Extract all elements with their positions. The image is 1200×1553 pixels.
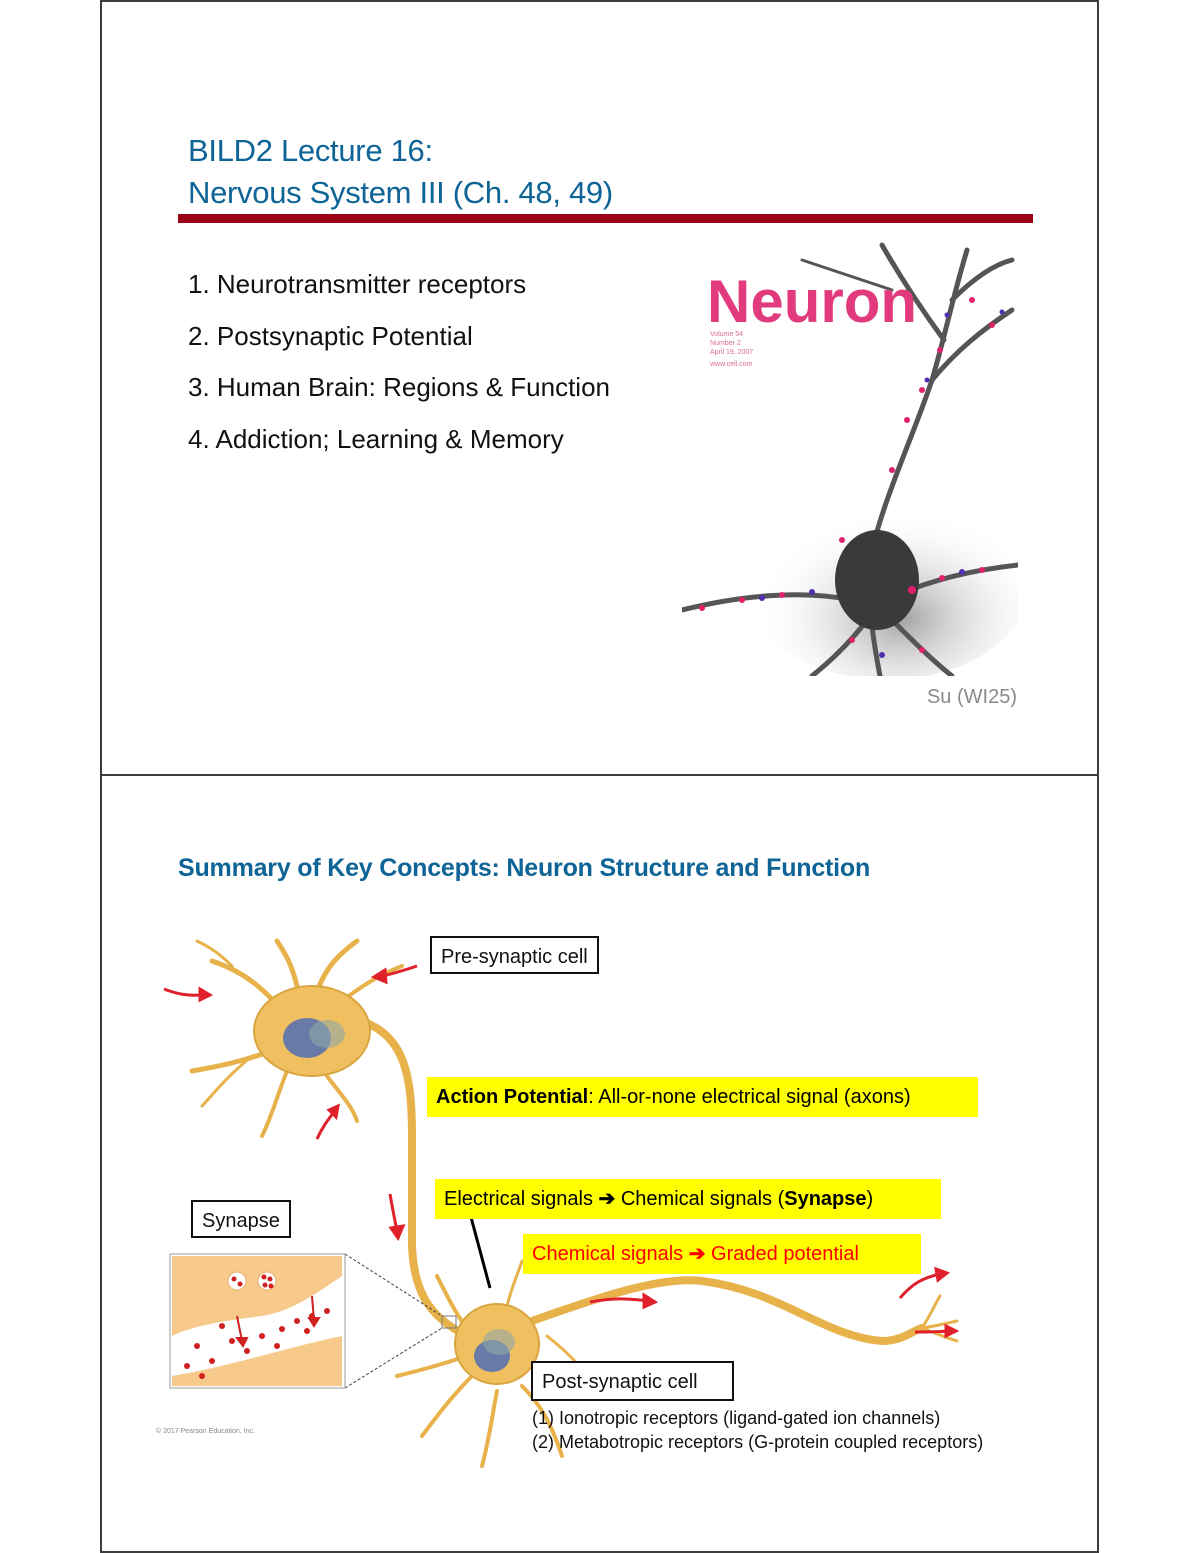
author-credit: Su (WI25) bbox=[926, 686, 1017, 708]
post-synaptic-cell-label: Post-synaptic cell bbox=[531, 1361, 734, 1401]
arrow-icon: ➔ bbox=[598, 1188, 616, 1210]
title-line-2: Nervous System III (Ch. 48, 49) bbox=[188, 175, 613, 210]
copyright-notice: © 2017 Pearson Education, Inc. bbox=[156, 1428, 255, 1435]
receptor-item: (1) Ionotropic receptors (ligand-gated i… bbox=[532, 1408, 941, 1428]
neuron-journal-cover: Neuron Volume 54 Number 2 April 19, 2007… bbox=[682, 240, 1018, 676]
svg-text:April 19, 2007: April 19, 2007 bbox=[710, 349, 753, 356]
neuron-cover-illustration: Neuron Volume 54 Number 2 April 19, 2007… bbox=[682, 240, 1018, 676]
svg-text:www.cell.com: www.cell.com bbox=[709, 361, 753, 368]
title-line-1: BILD2 Lecture 16: bbox=[188, 133, 433, 168]
agenda-item: 1. Neurotransmitter receptors bbox=[188, 269, 527, 299]
agenda-item: 2. Postsynaptic Potential bbox=[188, 320, 473, 351]
slide-1-title: BILD2 Lecture 16: Nervous System III (Ch… bbox=[188, 130, 613, 214]
chemical-to-graded-note: Chemical signals ➔ Graded potential bbox=[523, 1234, 921, 1274]
pre-synaptic-cell-label: Pre-synaptic cell bbox=[430, 936, 599, 974]
action-potential-term: Action Potential bbox=[436, 1086, 589, 1108]
svg-text:Volume 54: Volume 54 bbox=[710, 331, 743, 338]
action-potential-note: Action Potential: All-or-none electrical… bbox=[427, 1077, 978, 1117]
signal-flow-arrows bbox=[163, 964, 960, 1339]
electrical-to-chemical-note: Electrical signals ➔ Chemical signals (S… bbox=[435, 1179, 941, 1219]
title-divider bbox=[178, 214, 1033, 223]
cover-journal-title: Neuron bbox=[707, 268, 917, 335]
svg-text:Number 2: Number 2 bbox=[710, 340, 741, 347]
synapse-term: Synapse bbox=[784, 1188, 867, 1210]
arrow-icon: ➔ bbox=[688, 1243, 706, 1265]
agenda-item: 4. Addiction; Learning & Memory bbox=[188, 423, 564, 454]
receptor-types-list: (1) Ionotropic receptors (ligand-gated i… bbox=[532, 1406, 983, 1454]
agenda-item: 3. Human Brain: Regions & Function bbox=[188, 372, 610, 402]
receptor-item: (2) Metabotropic receptors (G-protein co… bbox=[532, 1432, 984, 1452]
slide-1: BILD2 Lecture 16: Nervous System III (Ch… bbox=[100, 0, 1099, 776]
synapse-inset bbox=[169, 1253, 346, 1389]
agenda-list: 1. Neurotransmitter receptors 2. Postsyn… bbox=[188, 266, 610, 472]
slide-2-title: Summary of Key Concepts: Neuron Structur… bbox=[178, 854, 871, 882]
synapse-label: Synapse bbox=[191, 1200, 291, 1238]
neuron-diagram bbox=[163, 938, 960, 1468]
slide-2: Summary of Key Concepts: Neuron Structur… bbox=[100, 774, 1099, 1553]
